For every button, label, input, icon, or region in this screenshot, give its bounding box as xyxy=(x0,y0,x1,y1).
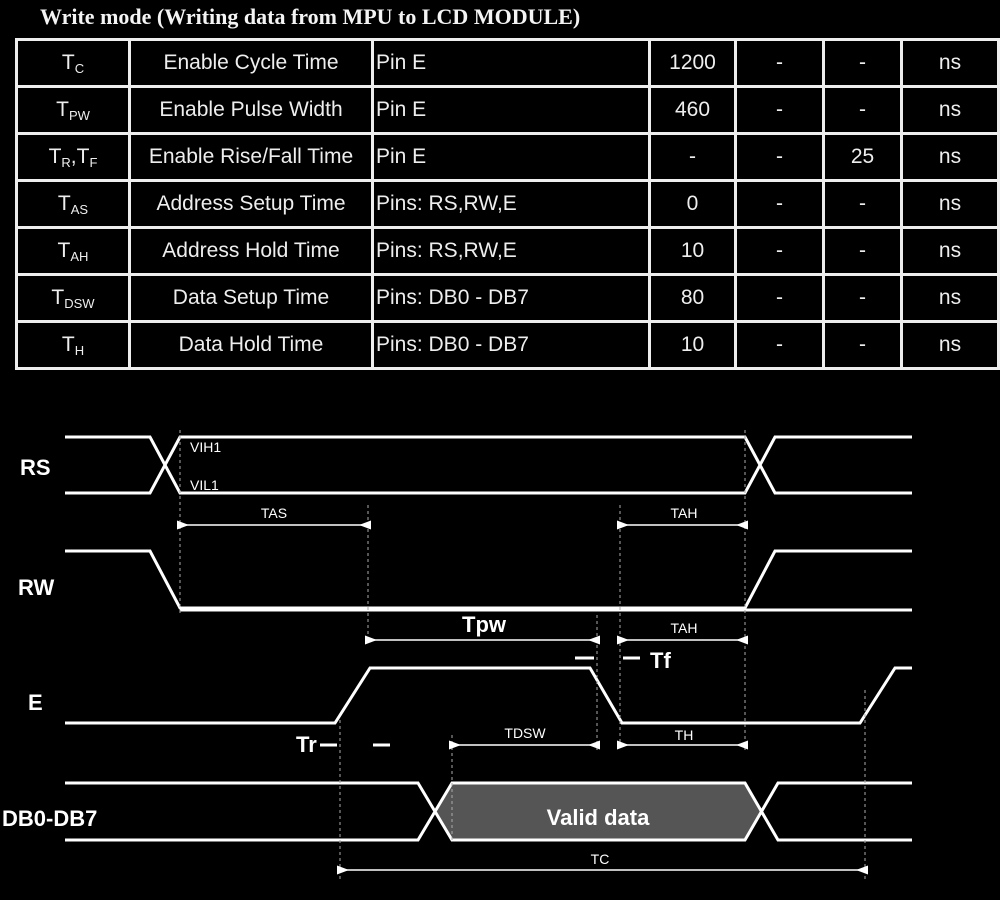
signal-db: DB0-DB7 xyxy=(2,806,97,831)
typ-cell: - xyxy=(734,132,825,182)
symbol-cell: TC xyxy=(15,38,131,88)
param-cell: Address Setup Time xyxy=(128,179,374,229)
valid-data-label: Valid data xyxy=(547,805,650,830)
unit-cell: ns xyxy=(900,85,1000,135)
tah2-label: TAH xyxy=(671,620,698,636)
max-cell: 25 xyxy=(822,132,903,182)
tc-label: TC xyxy=(591,851,610,867)
symbol-cell: TAH xyxy=(15,226,131,276)
pin-cell: Pin E xyxy=(371,38,651,88)
param-cell: Address Hold Time xyxy=(128,226,374,276)
vih-label: VIH1 xyxy=(190,439,221,455)
tpw-label: Tpw xyxy=(462,612,507,637)
symbol-cell: TPW xyxy=(15,85,131,135)
waveform-rs xyxy=(65,435,912,495)
min-cell: - xyxy=(648,132,737,182)
max-cell: - xyxy=(822,179,903,229)
param-cell: Enable Cycle Time xyxy=(128,38,374,88)
unit-cell: ns xyxy=(900,132,1000,182)
pin-cell: Pin E xyxy=(371,132,651,182)
max-cell: - xyxy=(822,320,903,370)
min-cell: 0 xyxy=(648,179,737,229)
min-cell: 460 xyxy=(648,85,737,135)
typ-cell: - xyxy=(734,320,825,370)
min-cell: 80 xyxy=(648,273,737,323)
param-cell: Enable Rise/Fall Time xyxy=(128,132,374,182)
tdsw-label: TDSW xyxy=(504,725,546,741)
waveform-e xyxy=(65,666,912,725)
signal-rs: RS xyxy=(20,455,51,480)
param-cell: Data Setup Time xyxy=(128,273,374,323)
vil-label: VIL1 xyxy=(190,477,219,493)
section-title: Write mode (Writing data from MPU to LCD… xyxy=(40,4,581,29)
unit-cell: ns xyxy=(900,38,1000,88)
symbol-cell: TH xyxy=(15,320,131,370)
pin-cell: Pins: RS,RW,E xyxy=(371,226,651,276)
pin-cell: Pins: DB0 - DB7 xyxy=(371,320,651,370)
th-label: TH xyxy=(675,727,694,743)
unit-cell: ns xyxy=(900,320,1000,370)
typ-cell: - xyxy=(734,179,825,229)
param-cell: Enable Pulse Width xyxy=(128,85,374,135)
waveform-db xyxy=(65,781,912,842)
max-cell: - xyxy=(822,273,903,323)
tr-label: Tr xyxy=(296,732,317,757)
symbol-cell: TAS xyxy=(15,179,131,229)
unit-cell: ns xyxy=(900,179,1000,229)
typ-cell: - xyxy=(734,273,825,323)
pin-cell: Pins: DB0 - DB7 xyxy=(371,273,651,323)
pin-cell: Pins: RS,RW,E xyxy=(371,179,651,229)
unit-cell: ns xyxy=(900,273,1000,323)
min-cell: 1200 xyxy=(648,38,737,88)
pin-cell: Pin E xyxy=(371,85,651,135)
symbol-cell: TR,TF xyxy=(15,132,131,182)
min-cell: 10 xyxy=(648,320,737,370)
typ-cell: - xyxy=(734,38,825,88)
param-cell: Data Hold Time xyxy=(128,320,374,370)
typ-cell: - xyxy=(734,85,825,135)
tas-label: TAS xyxy=(261,505,287,521)
tah-label: TAH xyxy=(671,505,698,521)
tf-label: Tf xyxy=(650,648,671,673)
max-cell: - xyxy=(822,226,903,276)
symbol-cell: TDSW xyxy=(15,273,131,323)
signal-rw: RW xyxy=(18,575,54,600)
unit-cell: ns xyxy=(900,226,1000,276)
waveform-rw xyxy=(65,549,912,612)
signal-e: E xyxy=(28,690,43,715)
max-cell: - xyxy=(822,85,903,135)
max-cell: - xyxy=(822,38,903,88)
typ-cell: - xyxy=(734,226,825,276)
min-cell: 10 xyxy=(648,226,737,276)
